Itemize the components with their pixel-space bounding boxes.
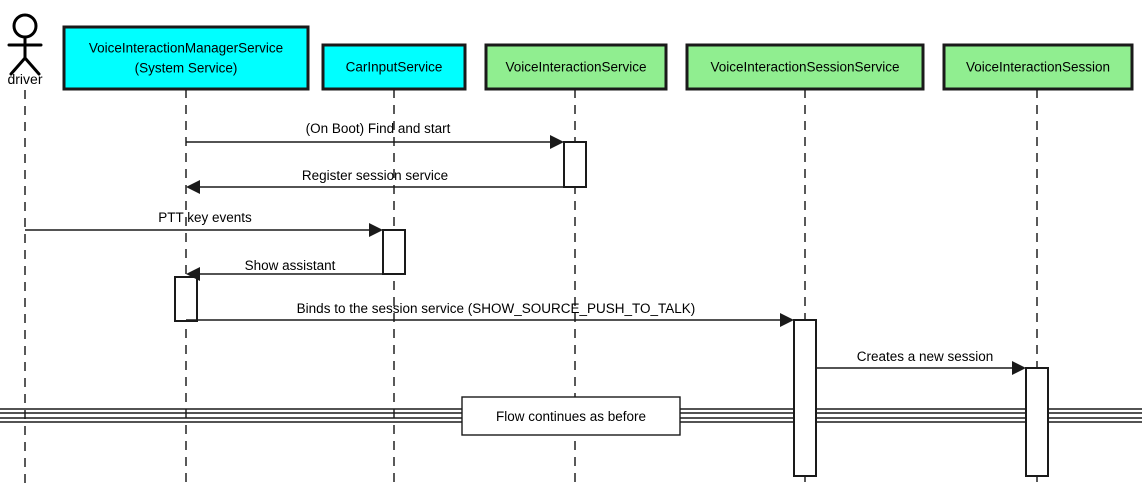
message-arrowhead	[186, 180, 200, 194]
actor-driver[interactable]: driver	[7, 13, 43, 87]
message-arrowhead	[369, 223, 383, 237]
actor-head-icon	[12, 13, 38, 39]
participant-box[interactable]	[942, 43, 1134, 91]
message-label: (On Boot) Find and start	[306, 121, 451, 136]
participant-box[interactable]	[484, 43, 668, 91]
participant-cis[interactable]: CarInputService	[321, 43, 467, 91]
participant-box[interactable]	[685, 43, 925, 91]
message-msg-find-and-start: (On Boot) Find and start	[186, 121, 564, 149]
participant-label-line1: VoiceInteractionService	[505, 60, 646, 75]
message-label: Show assistant	[245, 258, 336, 273]
divider-label: Flow continues as before	[496, 409, 646, 424]
message-arrowhead	[186, 267, 200, 281]
actors-layer: driver	[7, 13, 43, 87]
activation-bar-vise	[1025, 367, 1049, 477]
participants-layer: VoiceInteractionManagerService (System Se…	[62, 25, 1134, 91]
message-arrowhead	[780, 313, 794, 327]
message-msg-creates-new-session: Creates a new session	[816, 349, 1026, 375]
activation-bar-vis	[563, 141, 587, 188]
message-label: Binds to the session service (SHOW_SOURC…	[297, 301, 696, 316]
participant-vims[interactable]: VoiceInteractionManagerService (System Se…	[62, 25, 310, 91]
message-label: PTT key events	[158, 210, 252, 225]
participant-label-line1: CarInputService	[346, 60, 443, 75]
activation-bar-vims	[174, 276, 198, 322]
participant-box[interactable]	[321, 43, 467, 91]
actor-label: driver	[7, 71, 42, 87]
message-msg-ptt-key-events: PTT key events	[25, 210, 383, 237]
activations-layer	[174, 141, 1049, 477]
activation-bar-cis	[382, 229, 406, 275]
participant-label-line1: VoiceInteractionManagerService	[89, 41, 283, 56]
participant-label-line1: VoiceInteractionSessionService	[710, 60, 899, 75]
message-msg-binds-session-service: Binds to the session service (SHOW_SOURC…	[186, 301, 794, 327]
divider-flow-continues-divider: Flow continues as before	[461, 396, 681, 436]
participant-vise[interactable]: VoiceInteractionSession	[942, 43, 1134, 91]
message-msg-register-session-service: Register session service	[186, 168, 564, 194]
activation-bar-viss	[793, 319, 817, 477]
message-arrowhead	[550, 135, 564, 149]
message-label: Creates a new session	[857, 349, 994, 364]
divider-box-layer: Flow continues as before	[461, 396, 681, 436]
actor-leg-right	[23, 56, 41, 76]
message-label: Register session service	[302, 168, 448, 183]
message-msg-show-assistant: Show assistant	[186, 258, 383, 281]
message-arrowhead	[1012, 361, 1026, 375]
participant-label-line1: VoiceInteractionSession	[966, 60, 1110, 75]
participant-label-line2: (System Service)	[135, 61, 238, 76]
participant-viss[interactable]: VoiceInteractionSessionService	[685, 43, 925, 91]
divider-box	[461, 396, 681, 436]
participant-box[interactable]	[62, 25, 310, 91]
participant-vis[interactable]: VoiceInteractionService	[484, 43, 668, 91]
actor-leg-left	[9, 56, 27, 76]
